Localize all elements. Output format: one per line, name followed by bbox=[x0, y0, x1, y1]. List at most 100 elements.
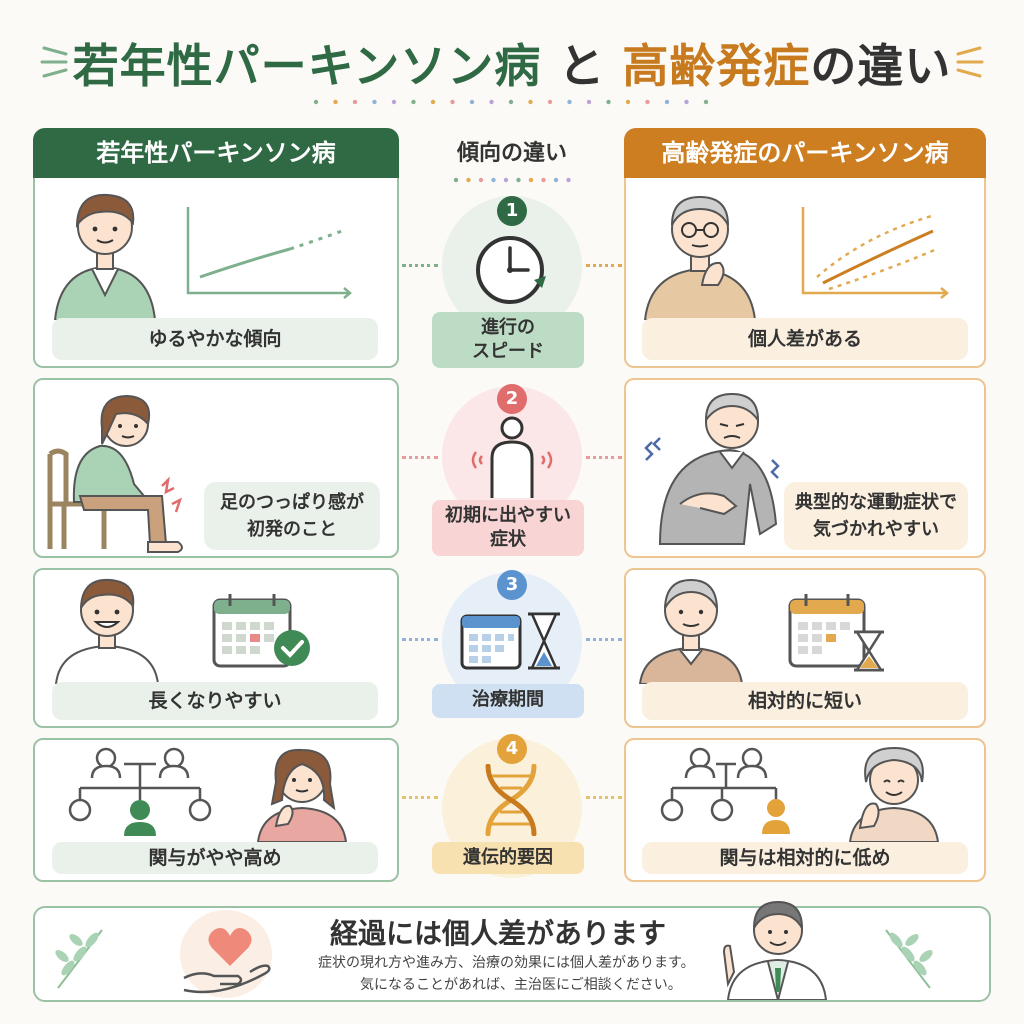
symptom-label-line2: 症状 bbox=[490, 529, 526, 550]
number-badge-2: 2 bbox=[497, 384, 527, 414]
divider-dot bbox=[606, 99, 611, 105]
title-young-onset: 若年性パーキンソン病 bbox=[72, 39, 542, 93]
heart-hand-icon bbox=[183, 928, 271, 994]
divider-dot bbox=[625, 99, 631, 105]
young-treatment-label: 長くなりやすい bbox=[52, 682, 378, 720]
connector-row3-left bbox=[402, 638, 438, 641]
divider-dot bbox=[313, 99, 319, 105]
genetic-label: 遺伝的要因 bbox=[432, 842, 584, 874]
woman-on-chair-avatar bbox=[47, 394, 183, 553]
footer-line-1: 症状の現れ方や進み方、治療の効果には個人差があります。 bbox=[318, 955, 695, 971]
elderly-man-tremor-avatar bbox=[644, 392, 780, 545]
connector-row2-right bbox=[586, 456, 622, 459]
body-tremor-icon bbox=[471, 416, 553, 498]
sparkle-left-icon bbox=[40, 46, 68, 78]
young-man-avatar bbox=[53, 193, 157, 320]
divider-dot bbox=[567, 99, 572, 105]
divider-dot bbox=[703, 99, 709, 105]
divider-dot bbox=[411, 99, 416, 105]
late-treatment-label: 相対的に短い bbox=[642, 682, 968, 720]
clock-icon bbox=[476, 236, 546, 304]
young-symptom-line1: 足のつっぱり感が bbox=[220, 492, 364, 513]
divider-dot bbox=[566, 177, 571, 183]
title-dots-divider bbox=[313, 99, 709, 105]
divider-dot bbox=[528, 177, 534, 183]
connector-row4-left bbox=[402, 796, 438, 799]
dna-icon bbox=[485, 764, 537, 836]
number-badge-1: 1 bbox=[497, 196, 527, 226]
mid-dots-divider bbox=[453, 177, 571, 183]
speed-label-line2: スピード bbox=[472, 341, 544, 362]
leaf-right-icon bbox=[885, 929, 933, 989]
doctor-avatar bbox=[722, 900, 828, 1000]
variable-progress-chart-icon bbox=[801, 207, 949, 299]
late-symptom-line1: 典型的な運動症状で bbox=[795, 492, 957, 513]
divider-dot bbox=[391, 99, 397, 105]
footer-title: 経過には個人差があります bbox=[330, 917, 667, 950]
elderly-woman-avatar bbox=[848, 746, 940, 842]
divider-dot bbox=[541, 177, 546, 183]
speed-label-line1: 進行の bbox=[481, 317, 535, 338]
connector-row1-right bbox=[586, 264, 622, 267]
calendar-hourglass-icon bbox=[460, 612, 560, 670]
divider-dot bbox=[586, 99, 592, 105]
number-badge-3: 3 bbox=[497, 570, 527, 600]
speed-label: 進行の スピード bbox=[432, 312, 584, 368]
divider-dot bbox=[466, 177, 471, 183]
divider-dot bbox=[684, 99, 689, 105]
divider-dot bbox=[528, 99, 533, 105]
connector-row2-left bbox=[402, 456, 438, 459]
young-woman-avatar bbox=[256, 748, 348, 842]
late-symptom-line2: 気づかれやすい bbox=[813, 519, 939, 540]
title-difference: の違い bbox=[810, 39, 952, 93]
late-genetic-label: 関与は相対的に低め bbox=[642, 842, 968, 874]
divider-dot bbox=[352, 99, 358, 105]
divider-dot bbox=[547, 99, 553, 105]
connector-row4-right bbox=[586, 796, 622, 799]
divider-dot bbox=[516, 177, 521, 183]
young-speed-label: ゆるやかな傾向 bbox=[52, 318, 378, 360]
symptom-label: 初期に出やすい 症状 bbox=[432, 500, 584, 556]
divider-dot bbox=[553, 177, 559, 183]
slow-progress-chart-icon bbox=[186, 207, 352, 299]
treatment-label: 治療期間 bbox=[432, 684, 584, 718]
title-late-onset: 高齢発症 bbox=[622, 39, 811, 93]
divider-dot bbox=[469, 99, 475, 105]
late-symptom-bubble: 典型的な運動症状で 気づかれやすい bbox=[784, 482, 968, 550]
divider-dot bbox=[430, 99, 436, 105]
divider-dot bbox=[478, 177, 484, 183]
late-speed-label: 個人差がある bbox=[642, 318, 968, 360]
elderly-man-avatar bbox=[638, 578, 744, 684]
sparkle-right-icon bbox=[956, 46, 984, 78]
leaf-left-icon bbox=[55, 929, 103, 989]
divider-dot bbox=[503, 177, 509, 183]
calendar-check-icon bbox=[212, 594, 310, 668]
connector-row1-left bbox=[402, 264, 438, 267]
divider-dot bbox=[333, 99, 338, 105]
calendar-hourglass-late-icon bbox=[788, 594, 884, 672]
title-and: と bbox=[558, 39, 606, 93]
young-symptom-bubble: 足のつっぱり感が 初発のこと bbox=[204, 482, 380, 550]
divider-dot bbox=[491, 177, 496, 183]
divider-dot bbox=[645, 99, 650, 105]
late-onset-header: 高齢発症のパーキンソン病 bbox=[624, 128, 986, 178]
divider-dot bbox=[453, 177, 459, 183]
divider-dot bbox=[508, 99, 514, 105]
connector-row3-right bbox=[586, 638, 622, 641]
young-symptom-line2: 初発のこと bbox=[247, 519, 337, 540]
family-tree-green-icon bbox=[68, 747, 212, 836]
divider-dot bbox=[450, 99, 455, 105]
tendency-header: 傾向の違い bbox=[456, 141, 567, 166]
divider-dot bbox=[372, 99, 377, 105]
footer-line-2: 気になることがあれば、主治医にご相談ください。 bbox=[360, 977, 682, 993]
page-title: 若年性パーキンソン病 と 高齢発症の違い bbox=[0, 30, 1024, 96]
young-genetic-label: 関与がやや高め bbox=[52, 842, 378, 874]
number-badge-4: 4 bbox=[497, 734, 527, 764]
smiling-young-man-avatar bbox=[54, 578, 160, 684]
elderly-man-glasses-avatar bbox=[643, 195, 757, 320]
divider-dot bbox=[664, 99, 670, 105]
family-tree-orange-icon bbox=[660, 747, 790, 834]
young-onset-header: 若年性パーキンソン病 bbox=[33, 128, 399, 178]
divider-dot bbox=[489, 99, 494, 105]
symptom-label-line1: 初期に出やすい bbox=[445, 505, 571, 526]
